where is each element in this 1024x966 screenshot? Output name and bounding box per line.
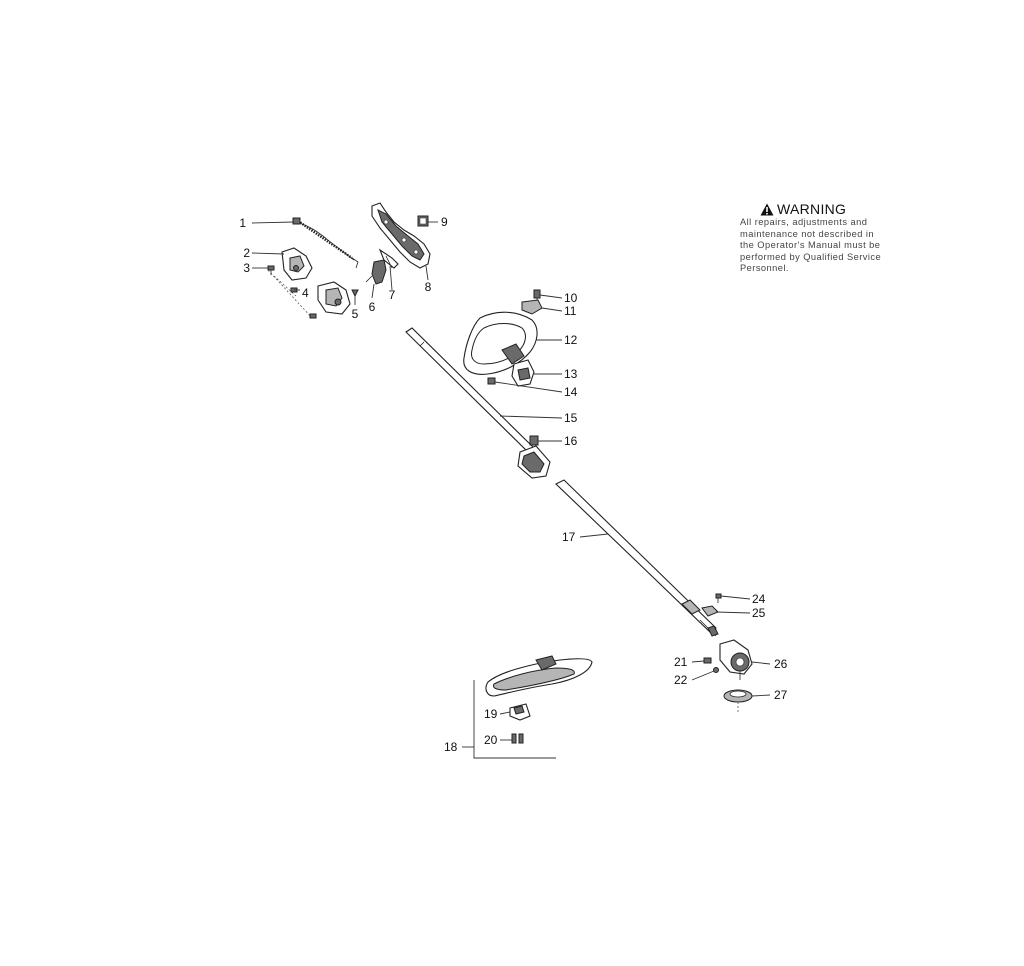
part-2-handle-cover: [281, 247, 313, 281]
warning-line: maintenance not described in: [740, 228, 875, 239]
part-17-lower-shaft: [555, 479, 719, 637]
callout-10: 10: [564, 291, 578, 305]
leader-lines: [251, 221, 771, 748]
callout-22: 22: [674, 673, 688, 687]
part-9-nut: [417, 215, 429, 227]
callout-14: 14: [564, 385, 578, 399]
callout-6: 6: [369, 300, 376, 314]
part-1-throttle-cable: [292, 217, 359, 269]
part-27-washer: [723, 689, 753, 712]
part-3-screws: [267, 265, 317, 319]
part-13-handle-clamp: [511, 359, 535, 387]
callout-24: 24: [752, 592, 766, 606]
warning-line: performed by Qualified Service: [740, 251, 882, 262]
callout-9: 9: [441, 215, 448, 229]
callout-3: 3: [243, 261, 250, 275]
callout-4: 4: [302, 286, 309, 300]
callout-1: 1: [239, 216, 246, 230]
warning-title-text: WARNING: [777, 201, 847, 217]
callout-27: 27: [774, 688, 788, 702]
part-24-screw: [715, 593, 722, 603]
callout-5: 5: [352, 307, 359, 321]
part-11-clamp-top: [521, 299, 543, 315]
part-16-coupler: [517, 435, 551, 479]
warning-body: All repairs, adjustments and maintenance…: [740, 217, 900, 275]
part-22-nut: [713, 667, 719, 673]
callout-labels: 1 2 3 4 5 6 7 8 9 10 11 12 13 14 15 16 1…: [239, 215, 787, 754]
callout-26: 26: [774, 657, 788, 671]
callout-15: 15: [564, 411, 578, 425]
warning-notice: WARNING All repairs, adjustments and mai…: [740, 201, 900, 275]
callout-11: 11: [564, 304, 577, 318]
callout-17: 17: [562, 530, 576, 544]
callout-21: 21: [674, 655, 688, 669]
warning-triangle-icon: [760, 203, 774, 215]
part-20-guard-screws: [511, 733, 524, 744]
callout-13: 13: [564, 367, 578, 381]
callout-19: 19: [484, 707, 498, 721]
part-18-guard-kit: [473, 655, 593, 759]
part-4-handle-cover-right: [317, 281, 351, 315]
callout-25: 25: [752, 606, 766, 620]
part-8-handle-housing: [371, 202, 431, 269]
warning-title: WARNING: [760, 201, 900, 217]
part-5-small-pin: [351, 289, 359, 298]
warning-line: Personnel.: [740, 263, 789, 274]
part-12-loop-handle: [463, 311, 538, 375]
callout-8: 8: [425, 280, 432, 294]
callout-12: 12: [564, 333, 578, 347]
callout-2: 2: [243, 246, 250, 260]
part-19-guard-clip: [509, 703, 531, 721]
part-6-throttle-trigger: [365, 259, 387, 285]
part-21-bolt: [703, 657, 712, 664]
part-25-guard-bracket: [701, 605, 719, 617]
callout-18: 18: [444, 740, 458, 754]
part-14-spacer: [487, 377, 496, 385]
callout-20: 20: [484, 733, 498, 747]
part-7-lockout-lever: [378, 248, 399, 269]
part-26-gearhead: [719, 639, 753, 680]
warning-line: All repairs, adjustments and: [740, 217, 868, 227]
callout-16: 16: [564, 434, 578, 448]
callout-7: 7: [389, 288, 396, 302]
warning-line: the Operator's Manual must be: [740, 240, 881, 251]
